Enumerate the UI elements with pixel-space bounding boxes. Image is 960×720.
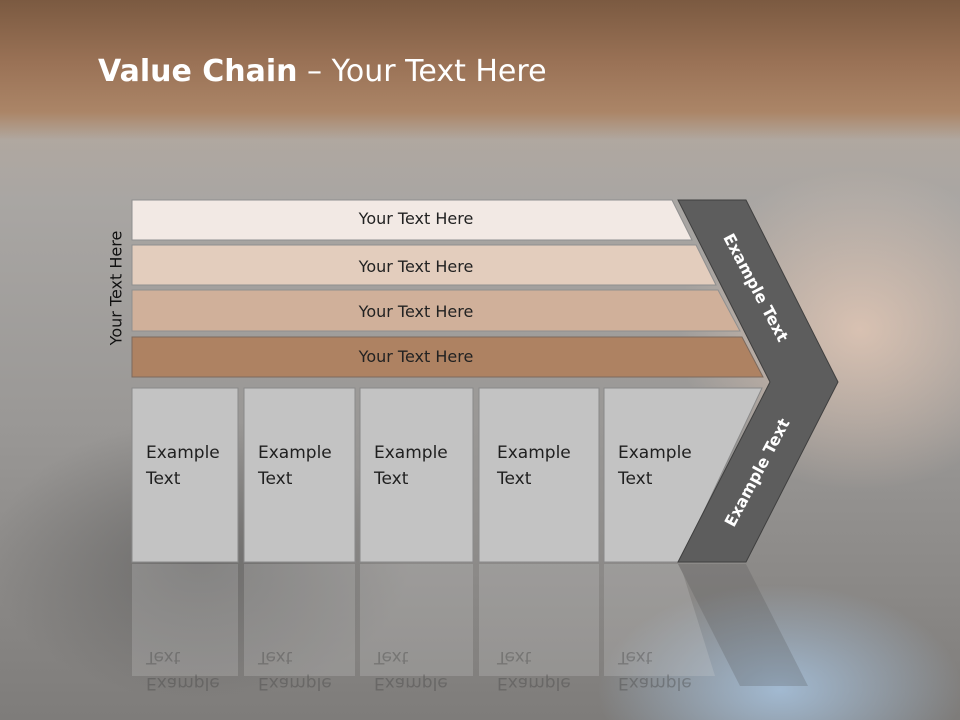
title-rest: – Your Text Here (297, 54, 547, 89)
column-1-line2: Text (146, 469, 181, 489)
row-label-2: Your Text Here (358, 257, 474, 276)
header-band (0, 0, 960, 140)
column-1-text: Example Text (146, 440, 242, 492)
column-box-1[interactable] (131, 387, 239, 563)
column-box-2[interactable] (243, 387, 356, 563)
column-5-line1: Example (618, 443, 692, 463)
column-4-text: Example Text (497, 440, 593, 492)
column-2-line2: Text (258, 469, 293, 489)
column-3: Example Text (360, 388, 473, 562)
column-box-3[interactable] (359, 387, 474, 563)
row-label-4: Your Text Here (358, 347, 474, 366)
row-bar-4[interactable] (131, 336, 764, 378)
slide-title: Value Chain – Your Text Here (98, 54, 547, 89)
chevron-arrow[interactable] (677, 199, 839, 563)
column-5-line2: Text (618, 469, 653, 489)
row-bar-3[interactable] (131, 289, 741, 332)
column-4: Example Text (483, 388, 599, 562)
row-label-1: Your Text Here (358, 209, 474, 228)
row-label-3: Your Text Here (358, 302, 474, 321)
column-3-line2: Text (374, 469, 409, 489)
title-bold: Value Chain (98, 54, 298, 89)
column-5: Example Text (604, 388, 714, 562)
column-3-line1: Example (374, 443, 448, 463)
column-4-line2: Text (497, 469, 532, 489)
column-3-text: Example Text (374, 440, 470, 492)
column-4-line1: Example (497, 443, 571, 463)
column-2: Example Text (244, 388, 355, 562)
column-2-line1: Example (258, 443, 332, 463)
column-box-4[interactable] (478, 387, 600, 563)
column-1-line1: Example (146, 443, 220, 463)
column-5-text: Example Text (618, 440, 714, 492)
row-bar-1[interactable] (131, 199, 693, 241)
column-2-text: Example Text (258, 440, 354, 492)
reflection (132, 564, 808, 686)
column-1: Example Text (132, 388, 238, 562)
row-bar-2[interactable] (131, 244, 717, 286)
